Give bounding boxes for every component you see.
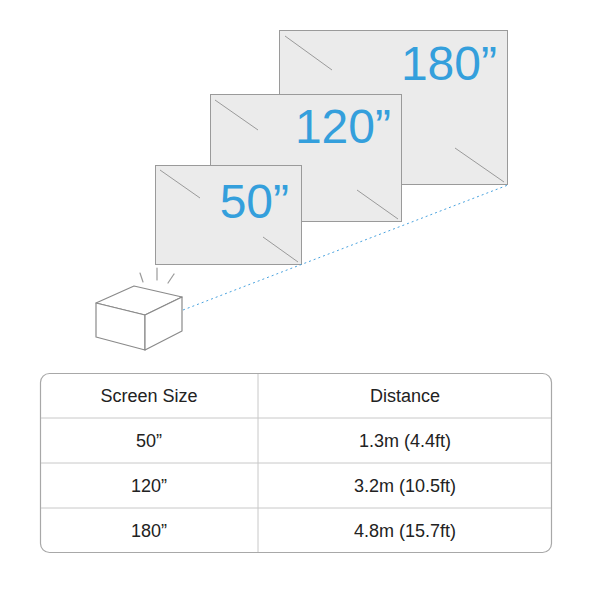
table-cell: 120” <box>39 475 259 497</box>
projector-side <box>145 297 182 350</box>
table-cell: 3.2m (10.5ft) <box>295 475 515 497</box>
table-header: Screen Size <box>39 385 259 407</box>
screen-size-label: 180” <box>401 40 497 88</box>
light-ray <box>156 268 157 280</box>
table-cell: 4.8m (15.7ft) <box>295 520 515 542</box>
table-header: Distance <box>295 385 515 407</box>
table-cell: 180” <box>39 520 259 542</box>
light-ray <box>140 273 143 282</box>
table-cell: 1.3m (4.4ft) <box>295 430 515 452</box>
projector-top <box>96 286 182 315</box>
projector-front <box>96 303 145 350</box>
projection-screen: 50” <box>155 165 302 265</box>
screen-size-label: 50” <box>220 178 289 226</box>
screen-size-label: 120” <box>295 103 391 151</box>
table-cell: 50” <box>39 430 259 452</box>
table-divider <box>41 508 551 509</box>
light-ray <box>168 274 174 283</box>
table-divider <box>41 463 551 464</box>
table-divider <box>41 418 551 419</box>
